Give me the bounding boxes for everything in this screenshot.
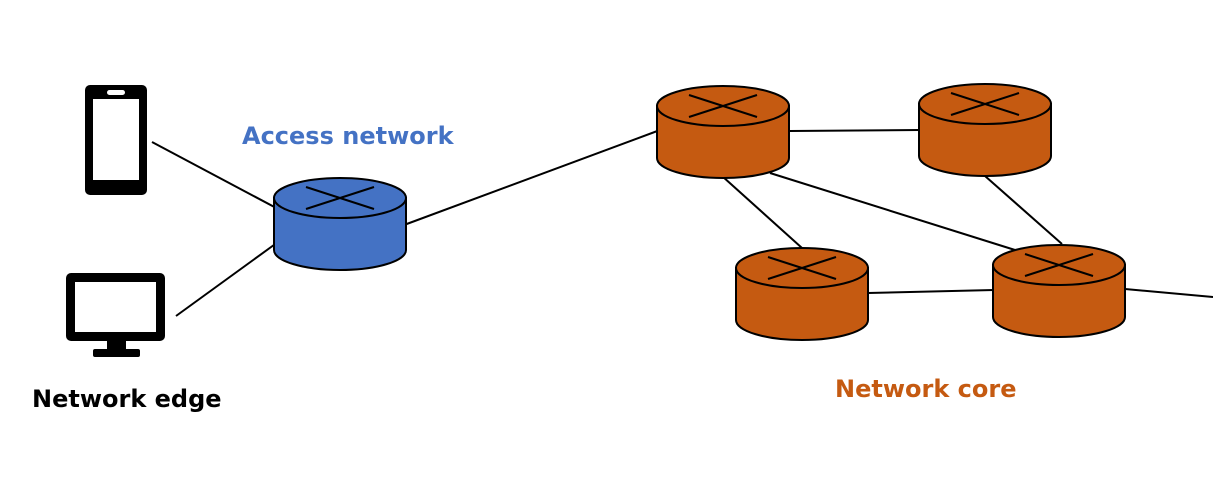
core-router-4 <box>992 244 1126 338</box>
link-core3-core4 <box>867 289 995 294</box>
access-network-label: Access network <box>242 122 455 150</box>
routers <box>273 83 1126 341</box>
core-router-2 <box>918 83 1052 177</box>
router-icon <box>688 94 758 118</box>
link-desktop-access <box>175 241 279 317</box>
network-edge-label: Network edge <box>32 385 222 413</box>
link-core2-core4 <box>984 175 1063 245</box>
link-core1-core4 <box>769 172 1016 251</box>
network-links <box>151 129 1213 317</box>
router-icon <box>950 92 1020 116</box>
router-icon <box>305 186 375 210</box>
access-router <box>273 177 407 271</box>
link-core4-out <box>1124 288 1213 298</box>
desktop-monitor-icon <box>66 273 165 357</box>
link-core1-core2 <box>789 129 921 132</box>
core-router-1 <box>656 85 790 179</box>
link-core1-core3 <box>721 175 803 249</box>
link-access-core1 <box>403 129 661 226</box>
router-icon <box>767 256 837 280</box>
network-core-label: Network core <box>835 375 1016 403</box>
core-router-3 <box>735 247 869 341</box>
router-icon <box>1024 253 1094 277</box>
link-phone-access <box>151 141 281 211</box>
smartphone-icon <box>85 85 147 195</box>
